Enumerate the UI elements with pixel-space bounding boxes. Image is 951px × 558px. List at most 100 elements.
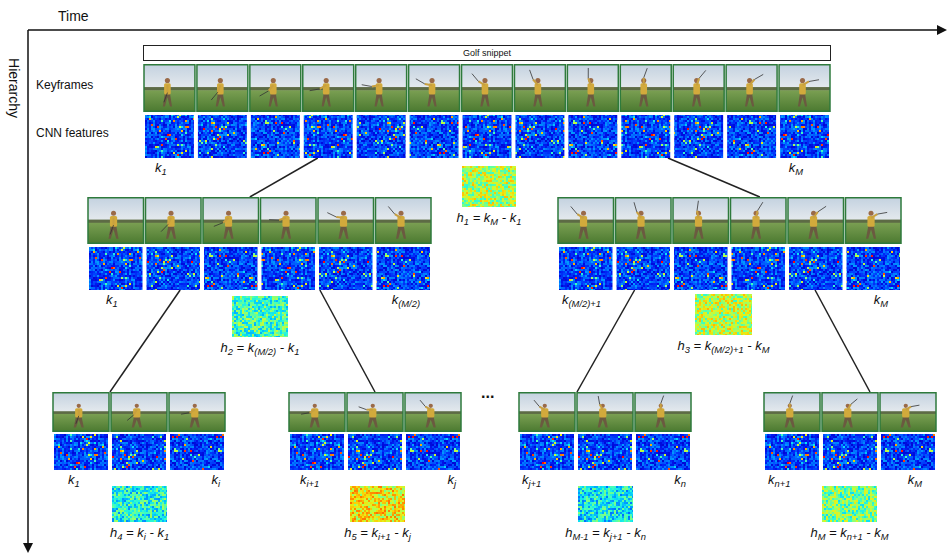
difference-cell [262, 302, 264, 304]
golfer-arms [533, 80, 538, 86]
difference-cell [464, 166, 466, 168]
difference-cell [234, 332, 236, 334]
difference-cell [466, 180, 468, 182]
difference-cell [482, 168, 484, 170]
difference-cell [486, 200, 488, 202]
difference-cell [484, 174, 486, 176]
difference-cell [492, 200, 494, 202]
difference-cell [262, 296, 264, 298]
difference-cell [751, 314, 752, 316]
difference-cell [745, 324, 747, 326]
difference-cell [727, 326, 729, 328]
difference-cell [745, 306, 747, 308]
difference-cell [697, 308, 699, 310]
difference-cell [504, 188, 506, 190]
difference-cell [472, 184, 474, 186]
difference-cell [480, 172, 482, 174]
difference-cell [470, 206, 472, 207]
difference-cell [725, 318, 727, 320]
difference-cell [739, 326, 741, 328]
difference-cell [697, 298, 699, 300]
difference-cell [260, 326, 262, 328]
difference-cell [506, 204, 508, 206]
difference-cell [482, 180, 484, 182]
difference-cell [512, 200, 514, 202]
difference-cell [244, 328, 246, 330]
difference-cell [256, 330, 258, 332]
difference-cell [270, 326, 272, 328]
difference-cell [733, 310, 735, 312]
difference-cell [721, 294, 723, 296]
difference-cell [496, 194, 498, 196]
difference-cell [747, 308, 749, 310]
difference-cell [701, 298, 703, 300]
difference-cell [260, 308, 262, 310]
difference-cell [276, 314, 278, 316]
difference-cell [699, 312, 701, 314]
golfer-legs [866, 226, 876, 239]
difference-cell [284, 336, 286, 337]
difference-cell [729, 316, 731, 318]
difference-cell [236, 328, 238, 330]
difference-cell [745, 296, 747, 298]
difference-cell [242, 318, 244, 320]
difference-cell [701, 320, 703, 322]
difference-cell [468, 166, 470, 168]
difference-cell [244, 334, 246, 336]
difference-cell [500, 186, 502, 188]
difference-cell [496, 200, 498, 202]
difference-cell [510, 170, 512, 172]
difference-cell [256, 316, 258, 318]
keyframe-photo [673, 198, 729, 244]
difference-cell [250, 336, 252, 337]
difference-cell [703, 298, 705, 300]
difference-cell [246, 318, 248, 320]
difference-cell [699, 308, 701, 310]
difference-cell [490, 200, 492, 202]
difference-cell [282, 332, 284, 334]
difference-cell [498, 170, 500, 172]
difference-cell [480, 206, 482, 207]
difference-cell [276, 306, 278, 308]
difference-cell [242, 320, 244, 322]
difference-cell [476, 168, 478, 170]
difference-cell [284, 314, 286, 316]
difference-cell [246, 322, 248, 324]
difference-cell [751, 294, 752, 296]
difference-cell [476, 180, 478, 182]
difference-cell [276, 324, 278, 326]
difference-cell [470, 182, 472, 184]
difference-cell [240, 300, 242, 302]
difference-cell [264, 336, 266, 337]
difference-cell [490, 166, 492, 168]
feature-map [674, 115, 723, 158]
difference-cell [494, 166, 496, 168]
difference-cell [715, 320, 717, 322]
difference-cell [502, 202, 504, 204]
difference-cell [464, 202, 466, 204]
difference-cell [266, 322, 268, 324]
difference-cell [699, 298, 701, 300]
difference-cell [739, 328, 741, 330]
subscript: M [880, 299, 888, 309]
difference-cell [466, 166, 468, 168]
difference-cell [274, 314, 276, 316]
difference-cell [749, 308, 751, 310]
difference-cell [494, 200, 496, 202]
difference-cell [254, 326, 256, 328]
difference-cell [252, 330, 254, 332]
difference-cell [484, 192, 486, 194]
difference-cell [707, 328, 709, 330]
difference-cell [472, 172, 474, 174]
difference-cell [468, 184, 470, 186]
difference-cell [699, 310, 701, 312]
difference-cell [729, 314, 731, 316]
difference-cell [264, 318, 266, 320]
frame-border [261, 198, 317, 244]
keyframe-photo [203, 198, 259, 244]
difference-cell [464, 168, 466, 170]
difference-cell [238, 318, 240, 320]
difference-cell [274, 326, 276, 328]
difference-cell [266, 304, 268, 306]
difference-cell [284, 322, 286, 324]
